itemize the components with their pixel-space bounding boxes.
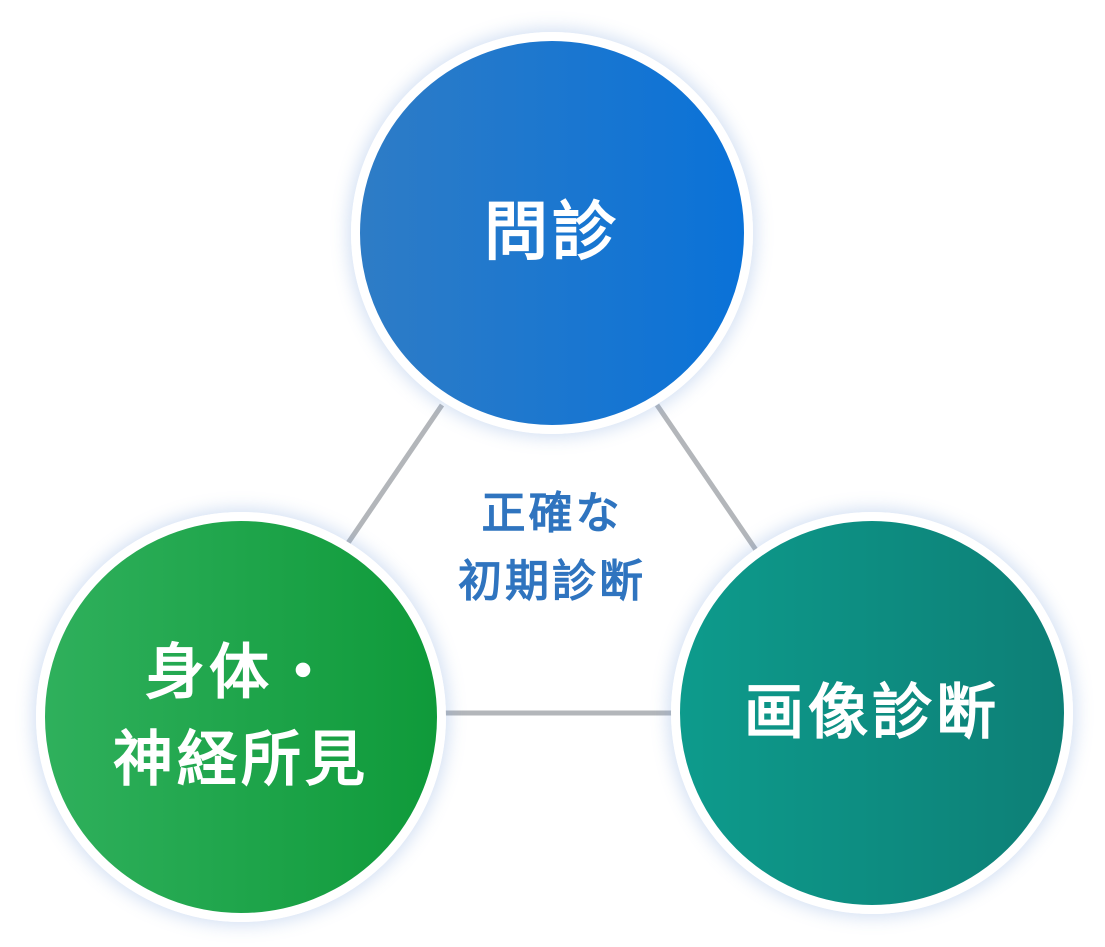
node-physical-neurological-findings: 身体・ 神経所見 (36, 512, 446, 922)
node-interview: 問診 (351, 32, 753, 434)
center-label-accurate-initial-diagnosis: 正確な 初期診断 (458, 488, 646, 608)
node-imaging-diagnosis: 画像診断 (671, 512, 1073, 914)
node-imaging-diagnosis-label: 画像診断 (744, 678, 1000, 748)
connector-top-right (654, 403, 759, 552)
node-physical-neurological-findings-label: 身体・ 神経所見 (113, 638, 369, 795)
connector-top-left (343, 403, 445, 548)
node-interview-label: 問診 (484, 194, 620, 270)
